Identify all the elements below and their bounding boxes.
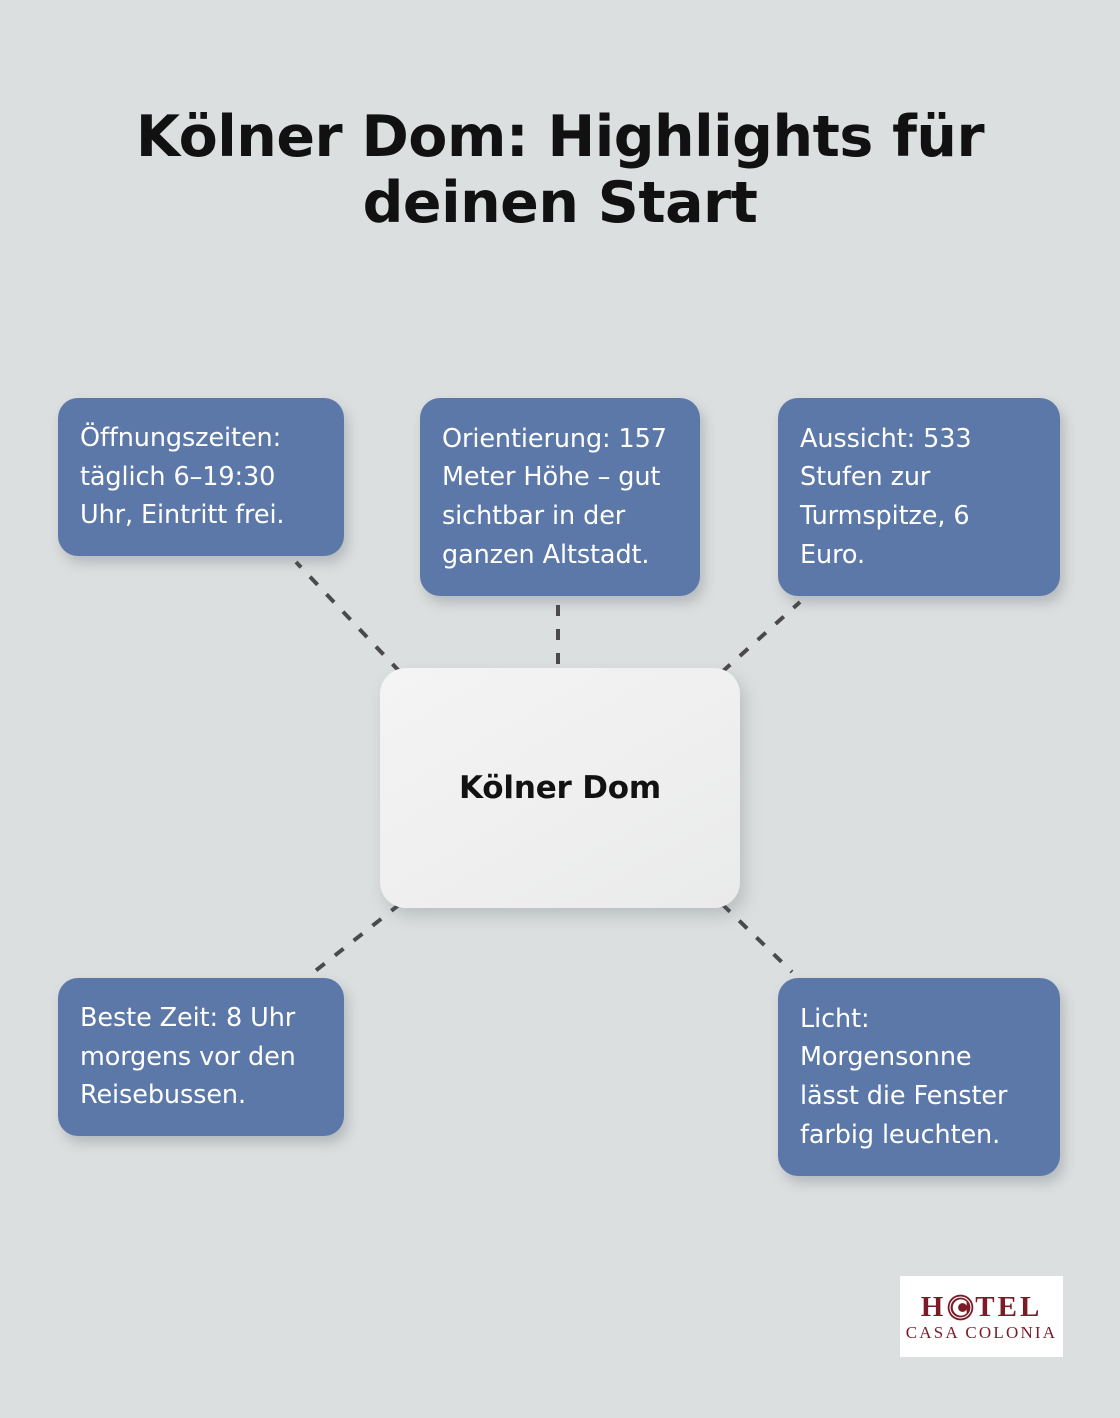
node-light-label: Licht: Morgensonne lässt die Fenster far… [800, 1003, 1008, 1150]
brand-logo: H TEL CASA COLONIA [900, 1276, 1063, 1357]
node-orientation-label: Orientierung: 157 Meter Höhe – gut sicht… [442, 423, 667, 570]
node-center-label: Kölner Dom [459, 770, 661, 806]
node-center[interactable]: Kölner Dom [380, 668, 740, 908]
edge-center-to-openinghours [294, 560, 402, 674]
logo-wordmark: H TEL [920, 1290, 1043, 1323]
logo-subtitle: CASA COLONIA [905, 1322, 1058, 1342]
node-openinghours-label: Öffnungszeiten: täglich 6–19:30 Uhr, Ein… [80, 422, 285, 531]
edge-center-to-besttime [312, 902, 402, 974]
edge-center-to-view [720, 600, 802, 674]
logo-wordmark-after: TEL [975, 1290, 1043, 1323]
node-view-label: Aussicht: 533 Stufen zur Turmspitze, 6 E… [800, 423, 972, 570]
node-light[interactable]: Licht: Morgensonne lässt die Fenster far… [778, 978, 1060, 1176]
node-besttime-label: Beste Zeit: 8 Uhr morgens vor den Reiseb… [80, 1002, 296, 1111]
node-orientation[interactable]: Orientierung: 157 Meter Höhe – gut sicht… [420, 398, 700, 596]
node-openinghours[interactable]: Öffnungszeiten: täglich 6–19:30 Uhr, Ein… [58, 398, 344, 556]
node-besttime[interactable]: Beste Zeit: 8 Uhr morgens vor den Reiseb… [58, 978, 344, 1136]
edge-center-to-light [720, 902, 794, 974]
node-view[interactable]: Aussicht: 533 Stufen zur Turmspitze, 6 E… [778, 398, 1060, 596]
page-title: Kölner Dom: Highlights für deinen Start [135, 104, 985, 237]
logo-wordmark-before: H [920, 1290, 947, 1323]
c-circle-icon [947, 1294, 974, 1321]
